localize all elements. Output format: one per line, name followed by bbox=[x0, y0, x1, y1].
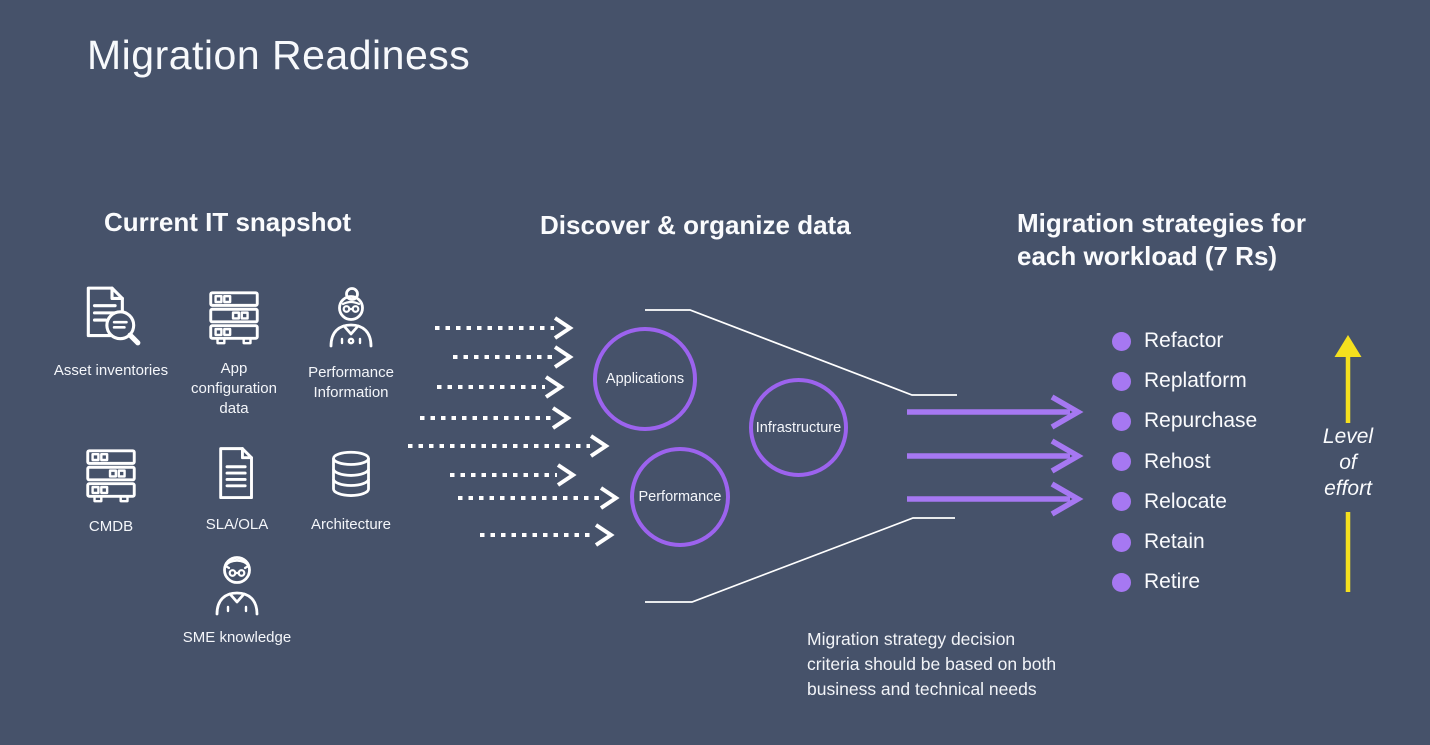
bullet-icon bbox=[1112, 572, 1131, 592]
bullet-icon bbox=[1112, 331, 1131, 351]
purple-arrow bbox=[907, 481, 1084, 517]
heading-discover-organize: Discover & organize data bbox=[540, 210, 851, 240]
icon-label: Performance Information bbox=[308, 364, 394, 401]
icon-label: SME knowledge bbox=[182, 629, 292, 646]
bullet-icon bbox=[1112, 371, 1131, 391]
icon-label: CMDB bbox=[88, 518, 134, 535]
strategies-list: Refactor Replatform Repurchase Rehost Re… bbox=[1112, 321, 1257, 602]
dotted-arrow bbox=[437, 375, 565, 399]
heading-migration-strategies: Migration strategies for each workload (… bbox=[1017, 208, 1306, 271]
strategy-item: Retain bbox=[1112, 522, 1257, 562]
document-magnifier-icon bbox=[86, 286, 141, 346]
item-architecture: Architecture bbox=[281, 446, 421, 535]
bullet-icon bbox=[1112, 411, 1131, 431]
dotted-arrows bbox=[408, 316, 620, 547]
document-icon bbox=[219, 447, 253, 500]
strategy-label: Rehost bbox=[1144, 449, 1211, 473]
strategy-label: Relocate bbox=[1144, 489, 1227, 513]
item-cmdb: CMDB bbox=[41, 444, 181, 537]
dotted-arrow bbox=[480, 523, 615, 547]
dotted-arrow bbox=[408, 434, 610, 458]
server-stack-icon bbox=[86, 449, 136, 503]
strategy-item: Repurchase bbox=[1112, 401, 1257, 441]
item-asset-inventories: Asset inventories bbox=[41, 284, 181, 381]
strategy-item: Replatform bbox=[1112, 361, 1257, 401]
icon-label: Asset inventories bbox=[53, 362, 169, 379]
dotted-arrow bbox=[435, 316, 574, 340]
circle-label: Performance bbox=[638, 489, 722, 505]
icon-label: Architecture bbox=[310, 516, 392, 533]
dotted-arrow bbox=[458, 486, 620, 510]
strategy-item: Retire bbox=[1112, 562, 1257, 602]
bullet-icon bbox=[1112, 532, 1131, 552]
heading-current-it-snapshot: Current IT snapshot bbox=[104, 207, 352, 237]
level-of-effort-label: Level of effort bbox=[1322, 425, 1374, 500]
strategy-label: Replatform bbox=[1144, 369, 1247, 393]
server-stack-icon bbox=[209, 291, 259, 345]
strategy-item: Rehost bbox=[1112, 442, 1257, 482]
circle-label: Applications bbox=[605, 371, 685, 387]
dotted-arrow bbox=[453, 345, 574, 369]
person-woman-icon bbox=[329, 287, 373, 348]
item-sme-knowledge: SME knowledge bbox=[167, 551, 307, 648]
item-performance-information: Performance Information bbox=[281, 284, 421, 403]
person-man-icon bbox=[215, 556, 259, 616]
item-sla-ola: SLA/OLA bbox=[167, 444, 307, 535]
strategy-label: Refactor bbox=[1144, 329, 1224, 353]
bullet-icon bbox=[1112, 492, 1131, 512]
icon-label: SLA/OLA bbox=[205, 516, 269, 533]
circle-label: Infrastructure bbox=[755, 419, 842, 436]
item-app-configuration-data: App configuration data bbox=[164, 286, 304, 419]
strategy-label: Retire bbox=[1144, 570, 1201, 594]
strategy-item: Relocate bbox=[1112, 482, 1257, 522]
strategy-label: Retain bbox=[1144, 530, 1205, 554]
strategy-item: Refactor bbox=[1112, 321, 1257, 361]
purple-arrow bbox=[907, 438, 1084, 474]
bullet-icon bbox=[1112, 452, 1131, 472]
strategy-arrows bbox=[907, 394, 1084, 517]
circle-applications: Applications bbox=[593, 327, 697, 431]
purple-arrow bbox=[907, 394, 1084, 430]
dotted-arrow bbox=[420, 406, 572, 430]
icon-label: App configuration data bbox=[191, 360, 277, 417]
decision-criteria-note: Migration strategy decision criteria sho… bbox=[807, 629, 1057, 699]
page-title: Migration Readiness bbox=[87, 32, 471, 78]
circle-infrastructure: Infrastructure bbox=[749, 378, 848, 477]
dotted-arrow bbox=[450, 463, 577, 487]
circle-performance: Performance bbox=[630, 447, 730, 547]
strategy-label: Repurchase bbox=[1144, 409, 1258, 433]
database-icon bbox=[332, 450, 370, 497]
